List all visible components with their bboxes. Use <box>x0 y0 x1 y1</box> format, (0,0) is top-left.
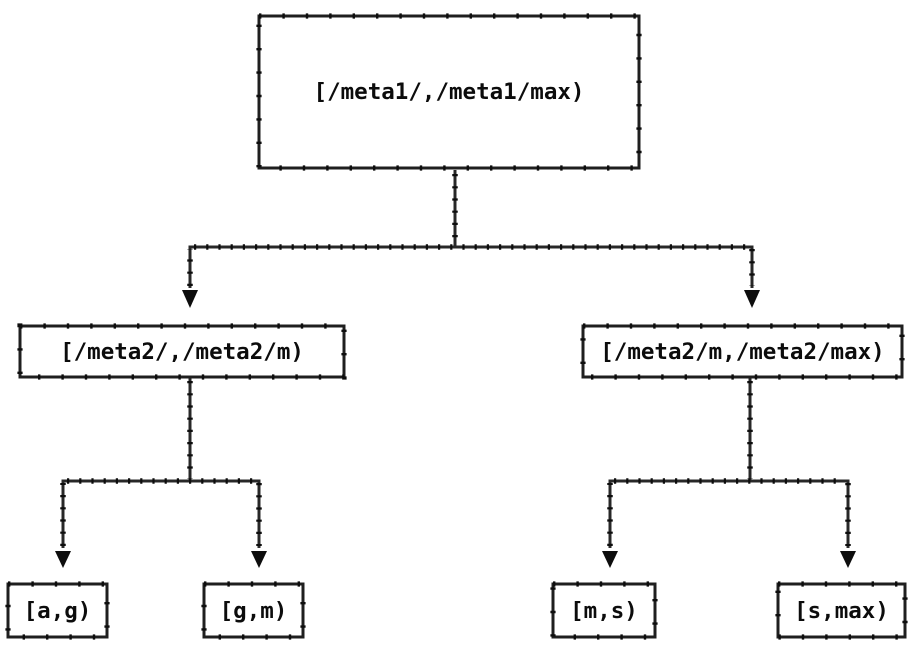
node-label-root: [/meta1/,/meta1/max) <box>313 79 585 105</box>
arrowhead-to-meta2-right <box>744 290 760 308</box>
node-boxes <box>5 13 908 640</box>
node-label-leaf-gm: [g,m) <box>219 597 288 624</box>
arrowhead-to-leaf-ag <box>55 551 71 568</box>
arrowhead-to-leaf-gm <box>251 551 267 568</box>
arrowhead-to-meta2-left <box>182 290 198 308</box>
node-label-meta2-left: [/meta2/,/meta2/m) <box>60 338 304 365</box>
node-box-leaf-smax <box>776 582 907 639</box>
node-label-meta2-right: [/meta2/m,/meta2/max) <box>600 338 885 365</box>
node-box-leaf-ms <box>551 582 657 639</box>
arrowhead-to-leaf-smax <box>840 551 856 568</box>
node-box-meta2-left <box>18 324 346 379</box>
node-box-root <box>257 14 641 170</box>
node-label-leaf-ag: [a,g) <box>23 597 92 624</box>
edge-root-to-children <box>182 170 760 308</box>
node-box-meta2-right <box>581 324 904 379</box>
node-box-leaf-ag <box>6 582 109 639</box>
node-label-leaf-ms: [m,s) <box>570 597 638 624</box>
edge-meta2-right-to-children <box>602 377 856 568</box>
edge-meta2-left-to-children <box>55 377 267 568</box>
arrowhead-to-leaf-ms <box>602 551 618 568</box>
node-label-leaf-smax: [s,max) <box>794 597 889 624</box>
node-box-leaf-gm <box>202 582 305 639</box>
